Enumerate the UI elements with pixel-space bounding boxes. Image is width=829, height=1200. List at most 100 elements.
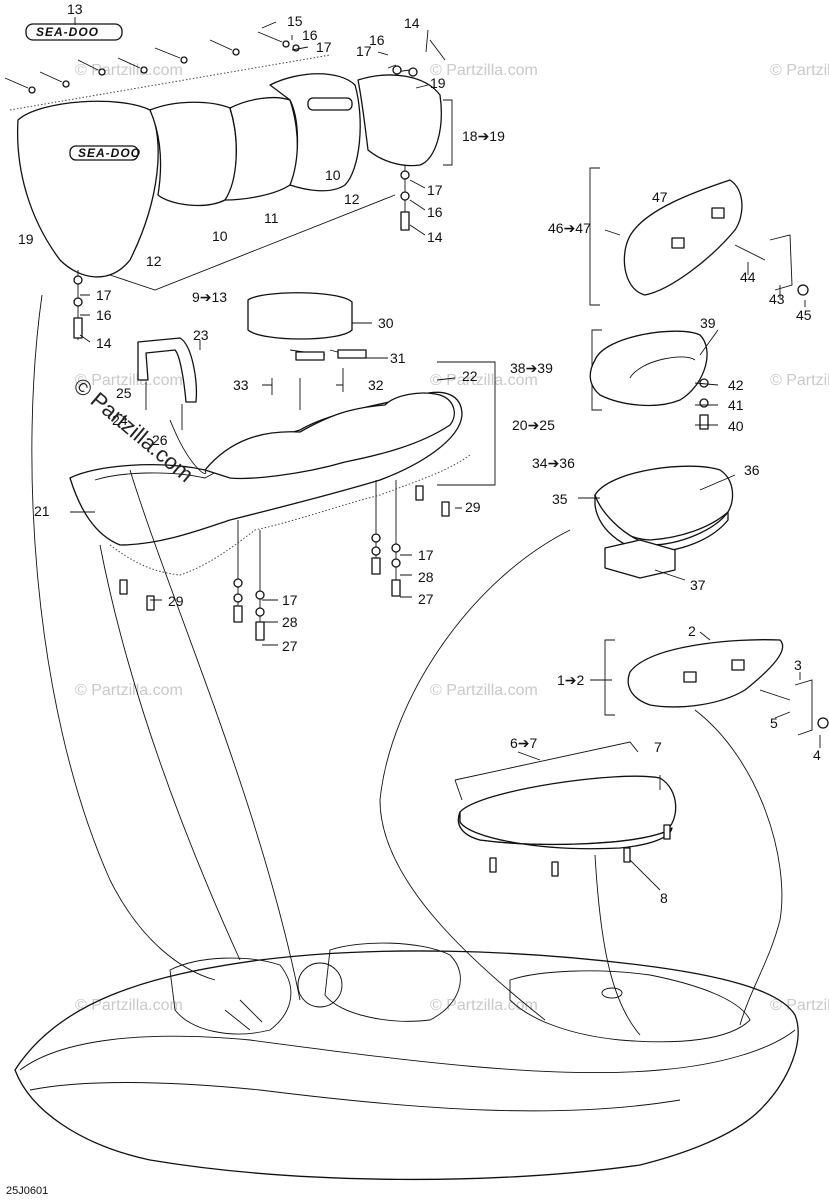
callout-17: 17 — [418, 547, 434, 563]
callout-1-to-2: 1➔2 — [557, 672, 585, 688]
callout-9-to-13: 9➔13 — [192, 289, 227, 305]
seat-cover-assembly: SEA-DOO SEA-DOO — [4, 23, 453, 340]
cushion-assembly-36 — [594, 465, 734, 579]
seat-underside — [109, 454, 471, 576]
bracket-1-2 — [604, 639, 615, 716]
watermark: © Partzilla.com — [430, 682, 538, 699]
backrest-assembly — [137, 292, 367, 430]
callout-labels: 13 15 14 16 17 17 16 19 18➔19 10 12 17 1… — [18, 1, 821, 906]
callout-5: 5 — [770, 715, 778, 731]
callout-16: 16 — [302, 27, 318, 43]
callout-42: 42 — [728, 377, 744, 393]
watermark: © Partzilla.com — [770, 372, 829, 389]
handle-fasteners — [734, 234, 793, 291]
grip-39 — [589, 330, 708, 407]
cover-panel-19-right — [357, 74, 442, 167]
cover-logo-label: SEA-DOO — [78, 146, 141, 160]
callout-31: 31 — [390, 350, 406, 366]
callout-10: 10 — [212, 228, 228, 244]
boat-hull — [14, 942, 799, 1181]
callout-20-to-25: 20➔25 — [512, 417, 555, 433]
seat-top-22 — [204, 392, 455, 480]
callout-27: 27 — [418, 591, 434, 607]
connector-lines — [31, 294, 783, 1036]
callout-18-to-19: 18➔19 — [462, 128, 505, 144]
callout-44: 44 — [740, 269, 756, 285]
callout-24: 24 — [112, 412, 128, 428]
handle-2 — [627, 639, 784, 708]
callout-14: 14 — [404, 15, 420, 31]
callout-17: 17 — [316, 39, 332, 55]
hull-outline — [14, 950, 799, 1181]
callout-21: 21 — [34, 503, 50, 519]
watermark: © Partzilla.com — [770, 62, 829, 79]
tray-7 — [457, 775, 677, 846]
callout-38-to-39: 38➔39 — [510, 360, 553, 376]
grip-assembly-39 — [589, 329, 709, 430]
watermark: © Partzilla.com — [75, 372, 183, 389]
callout-47: 47 — [652, 189, 668, 205]
bracket-31 — [295, 351, 325, 361]
callout-29: 29 — [168, 593, 184, 609]
grab-handle-23 — [137, 337, 198, 403]
watermark: © Partzilla.com — [430, 372, 538, 389]
main-seat-assembly — [69, 361, 496, 641]
hull-waterline — [29, 1082, 681, 1112]
callout-34-to-36: 34➔36 — [532, 455, 575, 471]
callout-29: 29 — [465, 499, 481, 515]
cushion-base-35 — [594, 494, 729, 553]
callout-13: 13 — [67, 1, 83, 17]
bracket-6-7 — [454, 741, 639, 801]
hull-cockpit-front — [324, 942, 461, 1022]
hull-throttle — [224, 999, 263, 1031]
handle-assembly-2 — [604, 639, 829, 736]
callout-22: 22 — [462, 368, 478, 384]
callout-26: 26 — [152, 432, 168, 448]
steering-wheel — [297, 962, 343, 1008]
backrest-30 — [247, 292, 353, 340]
callout-17: 17 — [427, 182, 443, 198]
callout-43: 43 — [769, 291, 785, 307]
handle-assembly-47 — [589, 167, 809, 306]
callout-17: 17 — [356, 43, 372, 59]
callout-14: 14 — [427, 229, 443, 245]
callout-41: 41 — [728, 397, 744, 413]
callout-19: 19 — [18, 231, 34, 247]
bracket-46-47 — [589, 167, 600, 306]
callout-3: 3 — [794, 657, 802, 673]
callout-28: 28 — [282, 614, 298, 630]
watermark: © Partzilla.com — [75, 682, 183, 699]
hull-rubrail — [19, 1029, 796, 1074]
callout-23: 23 — [193, 327, 209, 343]
bracket-18-19 — [443, 99, 453, 166]
callout-28: 28 — [418, 569, 434, 585]
hull-storage — [509, 970, 751, 1043]
callout-36: 36 — [744, 462, 760, 478]
callout-40: 40 — [728, 418, 744, 434]
callout-30: 30 — [378, 315, 394, 331]
watermark: © Partzilla.com — [770, 997, 829, 1014]
callout-19: 19 — [430, 75, 446, 91]
callout-45: 45 — [796, 307, 812, 323]
cover-top-edge — [9, 54, 331, 111]
watermark: © Partzilla.com — [75, 62, 183, 79]
callout-16: 16 — [96, 307, 112, 323]
watermark: © Partzilla.com — [75, 997, 183, 1014]
bracket-20-25 — [437, 361, 496, 486]
watermark: © Partzilla.com — [430, 62, 538, 79]
watermark: © Partzilla.com — [430, 997, 538, 1014]
tray-assembly-7 — [454, 741, 677, 877]
callout-17: 17 — [282, 592, 298, 608]
hull-cockpit-rear — [169, 957, 292, 1035]
callout-35: 35 — [552, 491, 568, 507]
callout-2: 2 — [688, 623, 696, 639]
callout-12: 12 — [146, 253, 162, 269]
callout-17: 17 — [96, 287, 112, 303]
callout-33: 33 — [233, 377, 249, 393]
callout-15: 15 — [287, 13, 303, 29]
cover-panel-19-left — [16, 100, 159, 278]
callout-7: 7 — [654, 739, 662, 755]
sea-doo-badge — [25, 23, 123, 41]
callout-14: 14 — [96, 335, 112, 351]
